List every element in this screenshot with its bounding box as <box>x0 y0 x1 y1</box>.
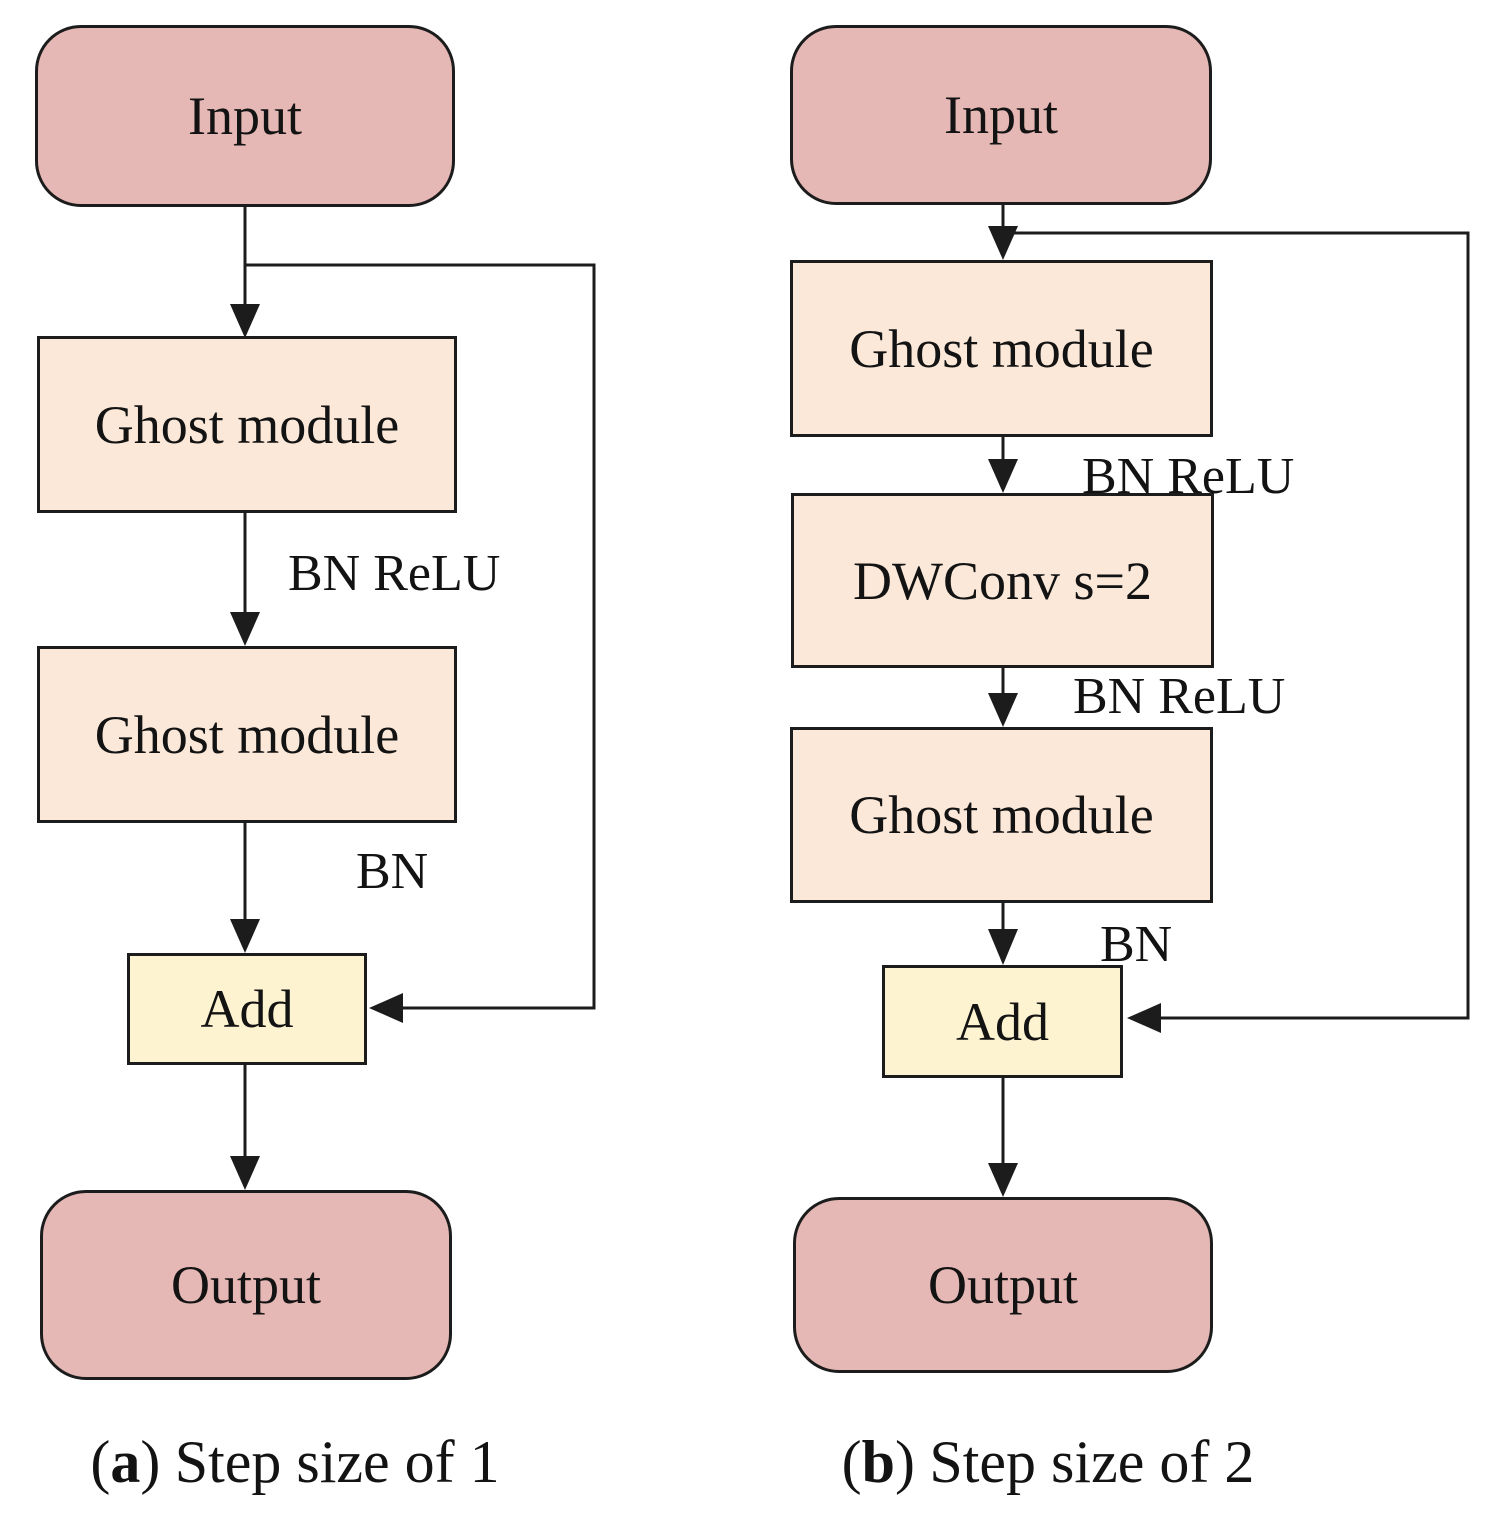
ghost-module-2-label-b: Ghost module <box>849 785 1154 845</box>
caption-b-text: Step size of 2 <box>929 1429 1255 1495</box>
input-label-a: Input <box>188 86 302 146</box>
bn-edge-label-b: BN <box>1100 916 1173 973</box>
add-node-a: Add <box>127 953 367 1065</box>
arrows-diagram-a <box>230 207 596 1190</box>
arrowhead-b-input-to-ghost1 <box>988 226 1018 260</box>
caption-b-paren-open: ( <box>841 1429 862 1495</box>
arrowhead-a-ghost1-to-ghost2 <box>230 612 260 646</box>
skip-connection-a <box>245 263 596 1010</box>
arrowhead-b-add-to-output <box>988 1163 1018 1197</box>
dwconv-node-b: DWConv s=2 <box>791 493 1214 668</box>
arrowhead-b-skip-to-add <box>1127 1003 1161 1033</box>
arrowhead-b-dwconv-to-ghost2 <box>988 693 1018 727</box>
add-label-b: Add <box>956 991 1049 1052</box>
arrowhead-a-ghost2-to-add <box>230 919 260 953</box>
bn-relu-2-edge-label-b: BN ReLU <box>1073 668 1286 725</box>
ghost-module-1-node-b: Ghost module <box>790 260 1213 437</box>
caption-a: (a)Step size of 1 <box>75 1428 515 1497</box>
ghost-module-2-label-a: Ghost module <box>94 704 400 765</box>
caption-a-letter: a <box>110 1429 141 1495</box>
arrowhead-b-ghost1-to-dwconv <box>988 459 1018 493</box>
caption-a-text: Step size of 1 <box>174 1429 500 1495</box>
caption-b-letter: b <box>861 1429 896 1495</box>
arrowhead-a-add-to-output <box>230 1156 260 1190</box>
caption-b-paren-close: ) <box>895 1429 915 1495</box>
add-label-a: Add <box>200 979 294 1039</box>
dwconv-label-b: DWConv s=2 <box>853 550 1152 611</box>
output-label-b: Output <box>927 1255 1078 1315</box>
ghost-module-1-label-a: Ghost module <box>94 394 400 455</box>
skip-connection-b <box>1003 231 1470 1020</box>
arrowhead-a-skip-to-add <box>369 993 403 1023</box>
bn-edge-label-a: BN <box>356 843 429 900</box>
ghost-module-2-node-a: Ghost module <box>37 646 457 823</box>
input-label-b: Input <box>944 85 1058 145</box>
arrowhead-b-ghost2-to-add <box>988 929 1018 965</box>
output-node-a: Output <box>40 1190 452 1380</box>
add-node-b: Add <box>882 965 1123 1078</box>
output-label-a: Output <box>170 1255 321 1315</box>
input-node-a: Input <box>35 25 455 207</box>
ghost-module-1-label-b: Ghost module <box>849 318 1154 379</box>
ghost-module-1-node-a: Ghost module <box>37 336 457 513</box>
caption-b: (b)Step size of 2 <box>828 1428 1268 1497</box>
arrows-diagram-b <box>988 205 1470 1197</box>
input-node-b: Input <box>790 25 1212 205</box>
arrowhead-a-input-to-ghost1 <box>230 304 260 338</box>
caption-a-paren-open: ( <box>90 1429 111 1495</box>
output-node-b: Output <box>793 1197 1213 1373</box>
bn-relu-edge-label-a: BN ReLU <box>288 545 501 602</box>
caption-a-paren-close: ) <box>140 1429 161 1495</box>
ghost-module-2-node-b: Ghost module <box>790 727 1213 903</box>
